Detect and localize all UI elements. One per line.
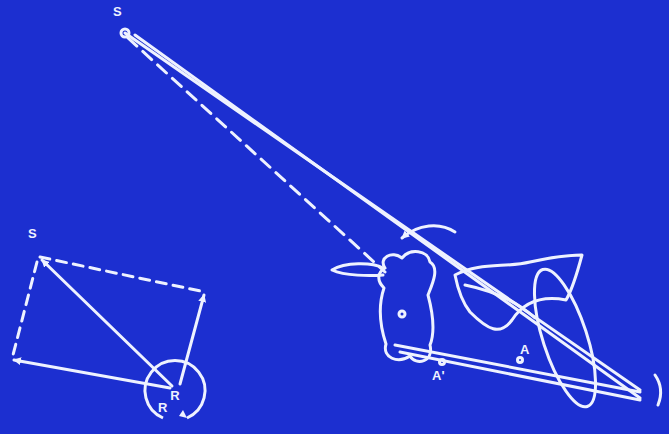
- axis-line: [400, 352, 640, 400]
- point: [399, 311, 405, 317]
- force-arrow: [180, 295, 204, 384]
- point-label: S: [113, 4, 122, 19]
- point-label: S: [28, 226, 37, 241]
- tooth-outline: [522, 263, 608, 414]
- point-label: R: [158, 400, 167, 415]
- point: [440, 360, 445, 365]
- point-label: A: [520, 342, 529, 357]
- dashed-line: [13, 262, 37, 355]
- jaw-line: [465, 285, 535, 318]
- force-line: [135, 35, 640, 398]
- jaw-outline: [455, 255, 582, 329]
- rotation-arrow: [402, 226, 455, 238]
- rotation-circle: R: [143, 358, 207, 422]
- point-label: A': [432, 368, 444, 383]
- edge-mark: [655, 375, 661, 405]
- small-outline: [332, 264, 383, 276]
- point: [518, 358, 523, 363]
- dashed-line: [128, 38, 385, 272]
- bone-outline: [379, 252, 435, 362]
- dashed-line: [40, 257, 205, 292]
- point-label: R: [143, 388, 207, 403]
